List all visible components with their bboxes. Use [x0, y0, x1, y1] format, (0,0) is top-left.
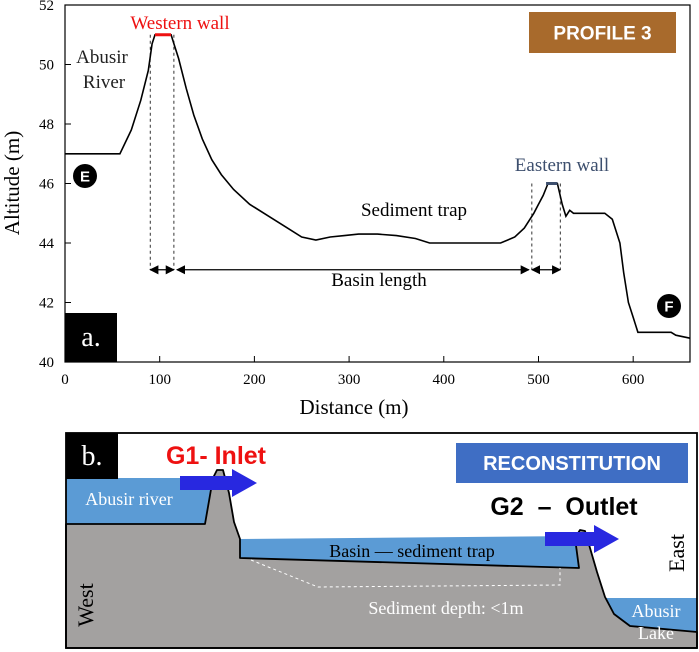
panel-b-letter-text: b. [82, 441, 103, 472]
eastern-wall-dashed-lines [531, 183, 561, 270]
marker-e: E [73, 164, 97, 188]
marker-f: F [657, 294, 681, 318]
reconstitution-badge: RECONSTITUTION [456, 443, 688, 483]
x-tick-label: 100 [148, 372, 171, 388]
west-label: West [73, 583, 98, 626]
x-axis-label: Distance (m) [299, 395, 408, 419]
reconstitution-badge-text: RECONSTITUTION [483, 453, 661, 475]
abusir-river-label-line1: Abusir [76, 47, 128, 68]
east-label: East [664, 534, 689, 572]
abusir-lake-label-line1: Abusir [632, 601, 681, 621]
marker-e-letter: E [80, 169, 90, 186]
sediment-depth-label: Sediment depth: <1m [368, 598, 523, 618]
x-tick-label: 600 [622, 372, 645, 388]
abusir-river-label-line2: River [83, 72, 126, 93]
abusir-river-label: Abusir river [85, 489, 172, 509]
g2-outlet-label: G2 – Outlet [490, 493, 638, 521]
g1-inlet-label: G1- Inlet [166, 442, 267, 470]
y-axis-label: Altitude (m) [0, 131, 24, 235]
y-axis-ticks: 40 42 44 46 48 50 52 [39, 0, 71, 371]
x-tick-label: 300 [338, 372, 361, 388]
inlet-flow-arrow [180, 469, 257, 497]
sediment-depth-outline [250, 559, 561, 588]
profile-badge: PROFILE 3 [529, 12, 676, 53]
y-tick-label: 48 [39, 117, 54, 133]
plot-frame [64, 4, 691, 363]
y-tick-label: 40 [39, 355, 54, 371]
x-tick-label: 200 [243, 372, 266, 388]
x-axis-ticks: 0 100 200 300 400 500 600 [61, 356, 644, 388]
y-tick-label: 46 [39, 177, 55, 193]
outlet-flow-arrow [545, 525, 619, 553]
panel-b: Abusir river Basin — sediment trap Sedim… [65, 432, 698, 649]
panel-b-frame [65, 432, 698, 649]
elevation-profile-line [65, 33, 691, 339]
y-tick-label: 42 [39, 296, 54, 312]
profile-badge-text: PROFILE 3 [553, 24, 651, 45]
sediment-trap-label: Sediment trap [361, 200, 467, 221]
panel-a: 40 42 44 46 48 50 52 0 100 200 300 400 500 600 Altit… [0, 0, 691, 419]
basin-sediment-trap-label: Basin — sediment trap [329, 541, 494, 561]
x-tick-label: 0 [61, 372, 69, 388]
abusir-lake-label-line2: Lake [638, 623, 674, 643]
y-tick-label: 52 [39, 0, 54, 14]
eastern-wall-label: Eastern wall [515, 155, 609, 176]
panel-a-letter-text: a. [81, 322, 100, 353]
western-wall-dashed-lines [149, 34, 175, 270]
basin-length-label: Basin length [331, 270, 427, 291]
panel-b-letter: b. [66, 433, 118, 479]
x-tick-label: 400 [433, 372, 456, 388]
x-tick-label: 500 [527, 372, 550, 388]
panel-a-letter: a. [65, 313, 117, 362]
y-tick-label: 50 [39, 58, 54, 74]
y-tick-label: 44 [39, 236, 55, 252]
marker-f-letter: F [664, 299, 673, 316]
western-wall-label: Western wall [130, 13, 229, 34]
